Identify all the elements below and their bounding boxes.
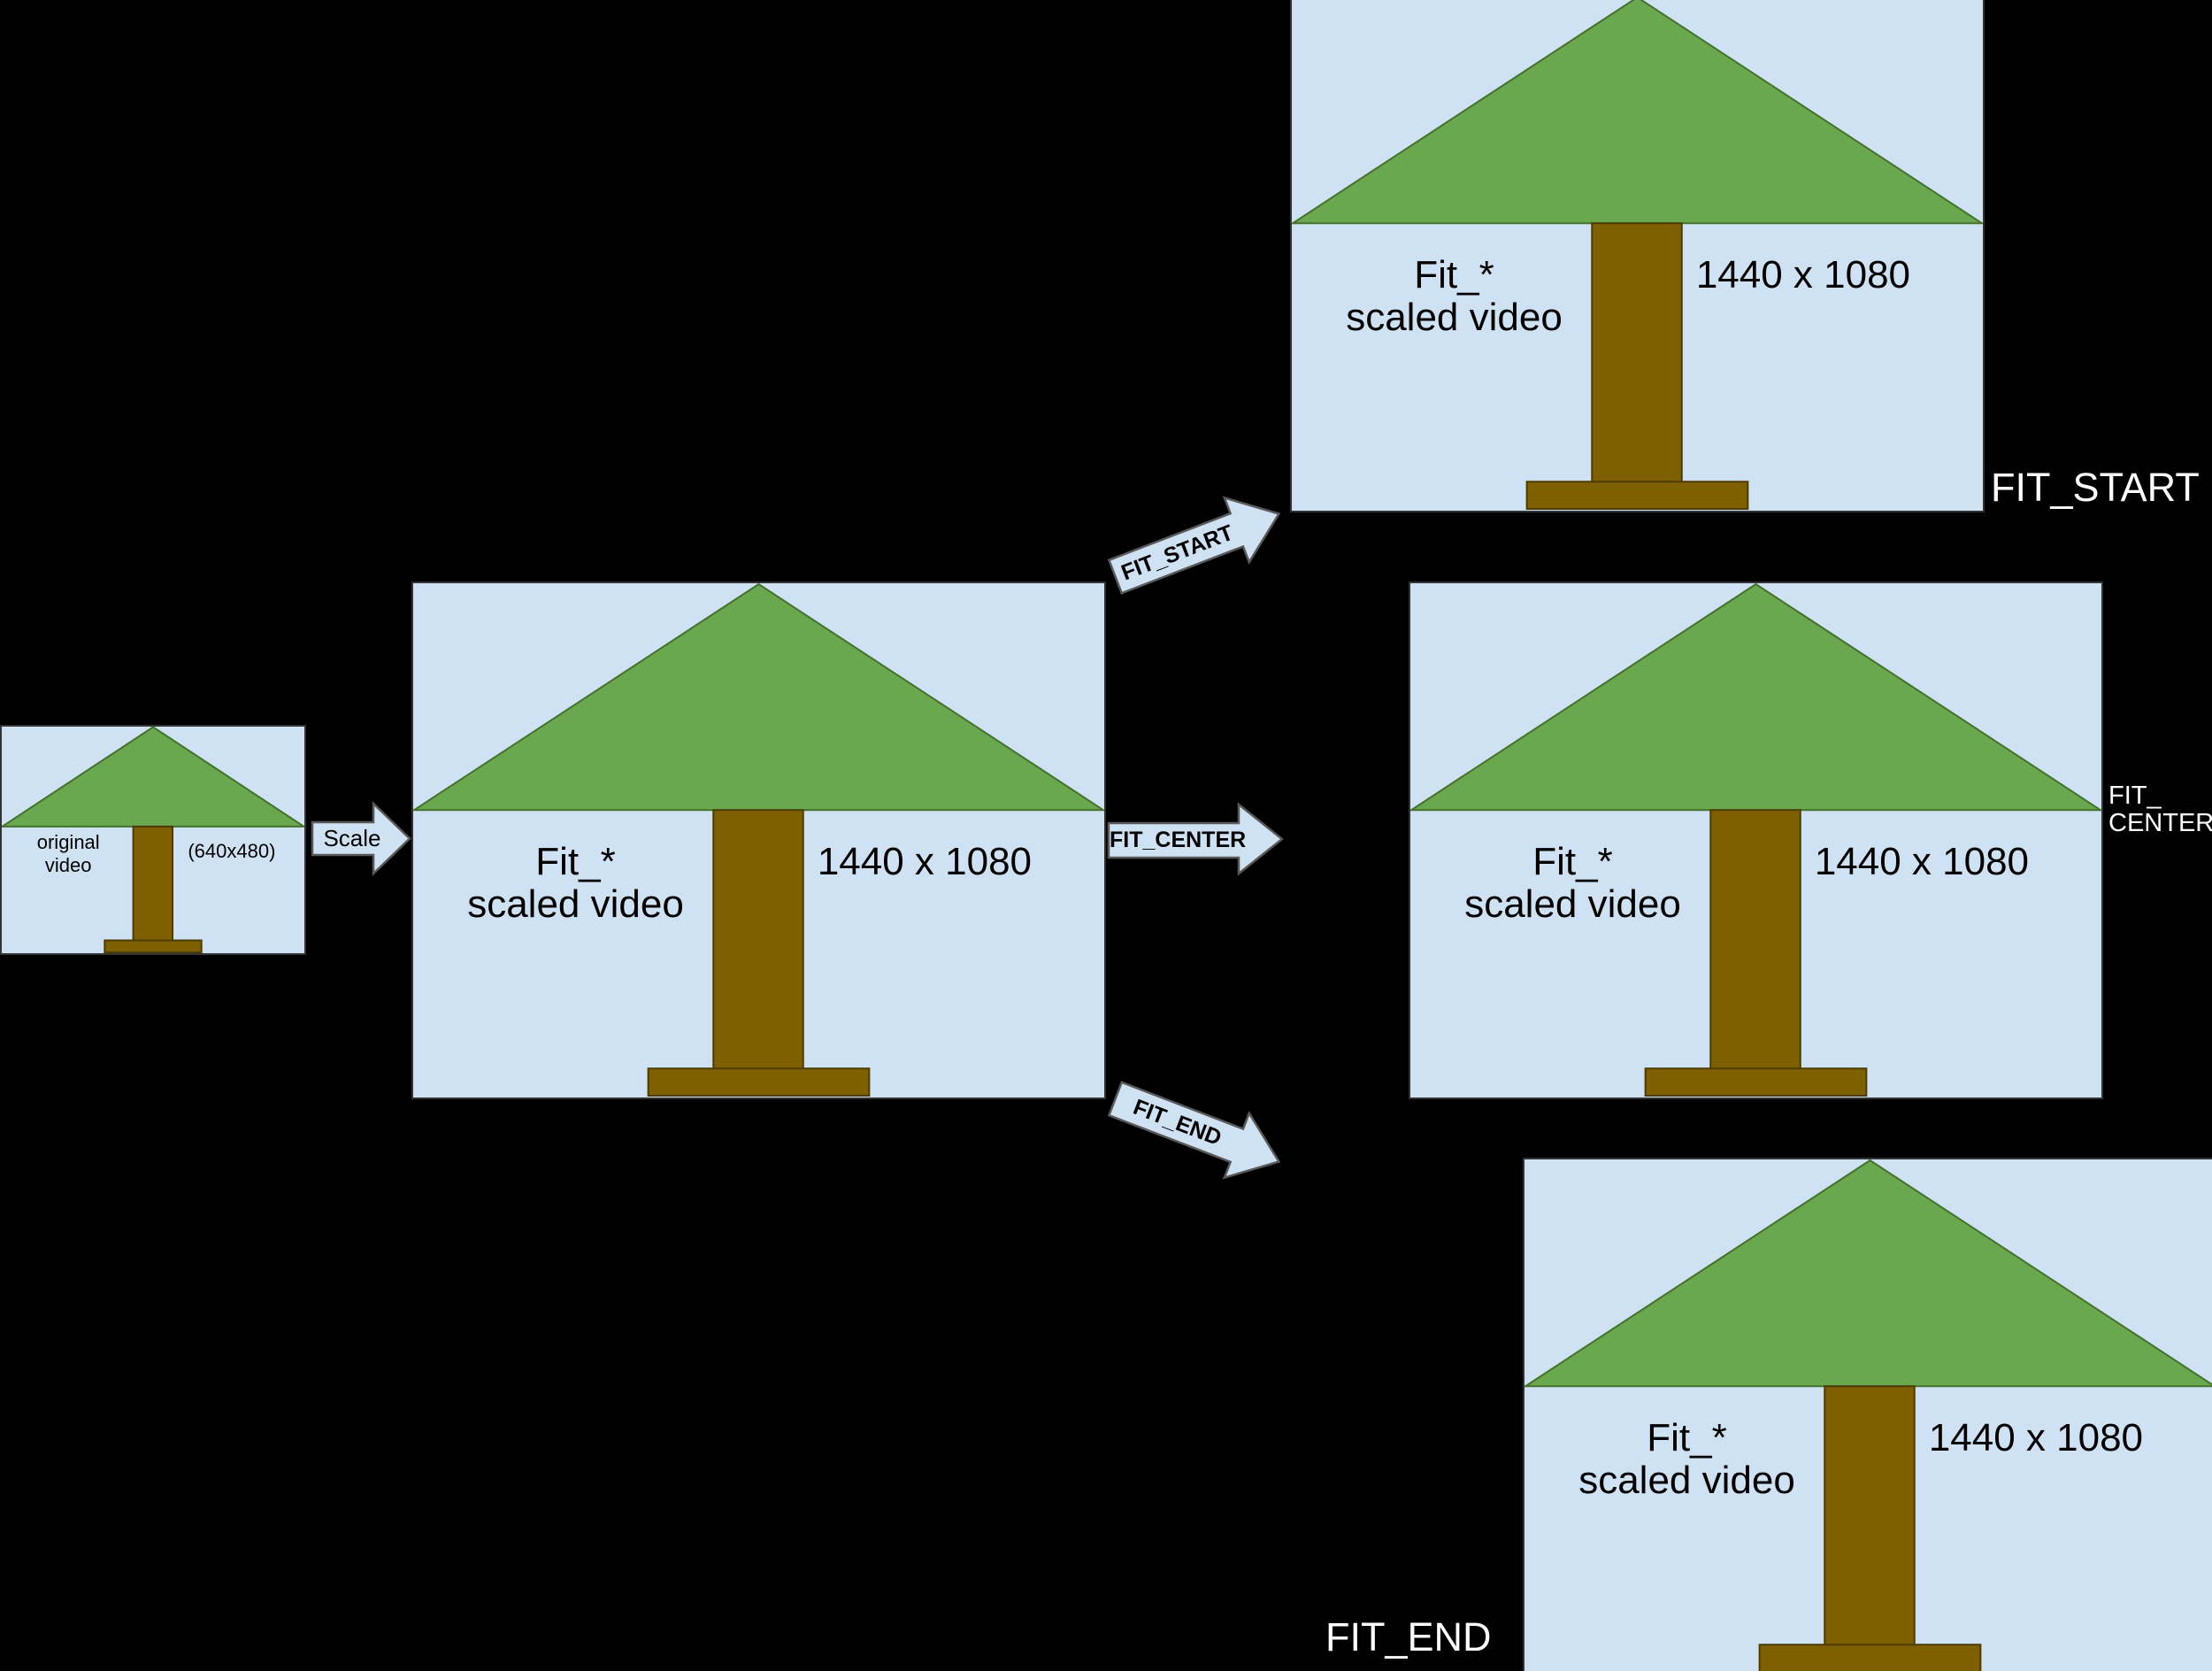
frame-caption-line2: scaled video — [467, 882, 684, 926]
tree-base-icon — [1760, 1644, 1981, 1671]
tree-illustration — [1410, 583, 2101, 1097]
frame-caption-line1: Fit_* — [1414, 252, 1494, 296]
frame-caption-line2: scaled video — [1346, 295, 1563, 339]
fit-center-arrow-label: FIT_CENTER — [1110, 828, 1247, 852]
tree-illustration — [1525, 1159, 2212, 1671]
tree-trunk-icon — [713, 810, 803, 1070]
scale-arrow-label: Scale — [323, 825, 381, 851]
tree-illustration — [1292, 0, 1983, 511]
right-arrow-icon — [1107, 802, 1285, 876]
frame-dimensions: 1440 x 1080 — [817, 839, 1033, 883]
scale-arrow: Scale — [311, 801, 411, 876]
tree-base-icon — [649, 1068, 870, 1096]
fit-start-output-frame: Fit_* scaled video 1440 x 1080 — [1290, 0, 1985, 512]
tree-canopy-icon — [414, 584, 1103, 810]
tree-canopy-icon — [1525, 1160, 2212, 1386]
frame-caption: Fit_* scaled video — [1532, 1415, 1842, 1502]
fit-center-output-frame: Fit_* scaled video 1440 x 1080 — [1409, 581, 2103, 1099]
frame-dimensions: 1440 x 1080 — [1695, 252, 1911, 296]
tree-trunk-icon — [1824, 1386, 1914, 1646]
frame-dimensions: (640x480) — [188, 840, 276, 862]
fit-end-mode-label: FIT_END — [1325, 1614, 1492, 1659]
frame-caption-line1: Fit_* — [1647, 1415, 1727, 1459]
tree-illustration — [413, 583, 1104, 1097]
fit-center-mode-label-line2: CENTER — [2108, 809, 2212, 837]
fit-end-output-frame: Fit_* scaled video 1440 x 1080 — [1523, 1158, 2212, 1671]
frame-caption-line1: original — [36, 830, 100, 853]
frame-caption-line2: video — [44, 853, 92, 876]
fit-center-mode-label: FIT_ CENTER — [2108, 782, 2212, 837]
frame-caption: original video — [8, 831, 129, 877]
frame-caption-line1: Fit_* — [1532, 839, 1613, 883]
fit-start-mode-label: FIT_START — [1991, 465, 2200, 510]
fit-center-mode-label-line1: FIT_ — [2108, 782, 2162, 810]
right-arrow-icon — [1107, 496, 1281, 595]
tree-base-icon — [1527, 481, 1748, 509]
frame-dimensions: 1440 x 1080 — [1814, 839, 2030, 883]
tree-base-icon — [1646, 1068, 1867, 1096]
fit-center-arrow: FIT_CENTER — [1107, 802, 1285, 876]
tree-base-icon — [104, 941, 201, 953]
tree-trunk-icon — [134, 827, 173, 942]
right-arrow-icon — [311, 801, 411, 876]
scaled-video-frame: Fit_* scaled video 1440 x 1080 — [411, 581, 1106, 1099]
fit-end-arrow: FIT_END — [1102, 1066, 1292, 1195]
right-arrow-icon — [1107, 1081, 1281, 1180]
tree-canopy-icon — [1411, 584, 2101, 810]
original-video-frame: original video (640x480) — [0, 725, 306, 955]
fit-start-arrow: FIT_START — [1102, 481, 1292, 610]
tree-canopy-icon — [2, 727, 303, 826]
frame-caption: Fit_* scaled video — [1417, 839, 1728, 926]
tree-illustration — [2, 727, 304, 953]
frame-caption: Fit_* scaled video — [1299, 252, 1609, 339]
frame-dimensions: 1440 x 1080 — [1928, 1415, 2144, 1459]
frame-caption-line2: scaled video — [1578, 1458, 1795, 1502]
frame-caption-line1: Fit_* — [535, 839, 616, 883]
tree-canopy-icon — [1293, 0, 1982, 223]
frame-caption-line2: scaled video — [1464, 882, 1681, 926]
frame-caption: Fit_* scaled video — [420, 839, 731, 926]
tree-trunk-icon — [1710, 810, 1800, 1070]
